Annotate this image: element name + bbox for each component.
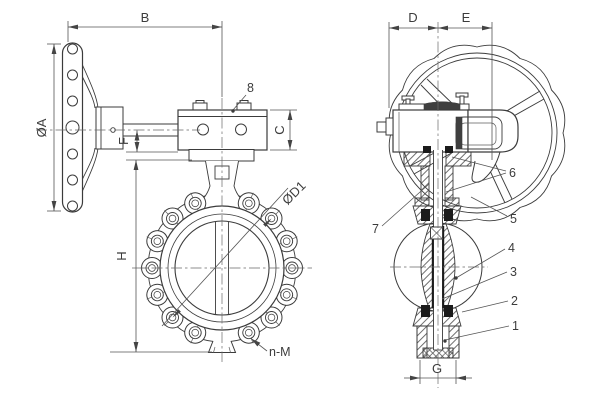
- gearbox-hole: [235, 123, 247, 136]
- rim-hole: [67, 43, 78, 55]
- dim-label-F: F: [116, 137, 131, 145]
- gear-housing: [376, 92, 519, 183]
- dim-label-H: H: [114, 251, 129, 260]
- front-view: B ØA C F H: [34, 10, 312, 362]
- dim-label-E: E: [462, 10, 471, 25]
- dim-label-D: D: [408, 10, 417, 25]
- rim-hub-hole: [65, 120, 80, 135]
- gearbox-bolt: [236, 102, 252, 111]
- callout-label-5: 5: [510, 212, 517, 226]
- dim-label-dia-A: ØA: [34, 118, 49, 137]
- dim-label-B: B: [141, 10, 150, 25]
- handwheel-side-view: [61, 42, 124, 213]
- dim-nM: n-M: [250, 338, 291, 359]
- callout-label-3: 3: [510, 265, 517, 279]
- dim-C: C: [270, 109, 297, 151]
- callout-label-7: 7: [372, 222, 379, 236]
- callout-label-2: 2: [511, 294, 518, 308]
- dim-label-nM: n-M: [269, 345, 291, 359]
- callouts: 7 6 5 4 3 2 1: [372, 156, 519, 343]
- input-shaft-side: [376, 121, 387, 133]
- dim-D-E: D E: [388, 10, 493, 160]
- dim-label-G: G: [432, 361, 442, 376]
- callout-label-4: 4: [508, 241, 515, 255]
- dim-dia-A: ØA: [34, 43, 61, 212]
- disc-section: [420, 223, 456, 312]
- worm-housing: [467, 109, 519, 153]
- rim-hole: [67, 69, 78, 81]
- dim-label-dia-D1: ØD1: [279, 178, 309, 208]
- rim-hole: [67, 95, 78, 107]
- hub-grip-bar: [423, 101, 461, 111]
- callout-label-6: 6: [509, 166, 516, 180]
- callout-label-8: 8: [247, 81, 254, 95]
- rim-hole: [67, 148, 78, 160]
- dim-B: B: [67, 10, 223, 97]
- neck-section: [414, 165, 460, 207]
- dim-H: H: [110, 159, 212, 353]
- wheel-hub: [95, 106, 124, 150]
- gearbox-front: [177, 100, 268, 151]
- dim-F: F: [116, 130, 178, 153]
- gearbox-hole: [197, 123, 209, 136]
- seat-seals: [421, 209, 453, 317]
- dim-G: G: [404, 360, 472, 384]
- gearbox-bolt: [192, 102, 208, 111]
- housing-tail: [471, 151, 501, 183]
- side-view: D E G 7 6 5 4 3 2: [372, 10, 566, 388]
- dim-label-C: C: [272, 125, 287, 134]
- rim-hole: [67, 174, 78, 186]
- mounting-bracket: [188, 149, 255, 162]
- rim-hole: [67, 200, 78, 212]
- callout-8: 8: [231, 81, 254, 113]
- callout-label-1: 1: [512, 319, 519, 333]
- input-shaft: [123, 123, 178, 137]
